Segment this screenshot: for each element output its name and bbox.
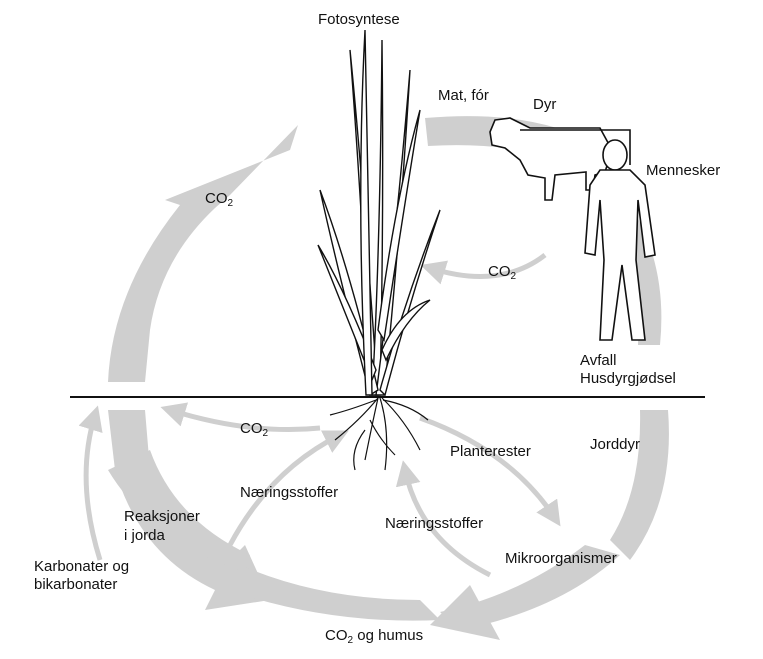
label-karbonater-line2: bikarbonater [34,576,117,594]
label-reaksjoner-line2: i jorda [124,527,165,545]
label-naeringsstoffer-left: Næringsstoffer [240,484,338,502]
cycle-arrow-upper-left [108,125,298,382]
label-dyr: Dyr [533,96,556,114]
label-mat-for: Mat, fór [438,87,489,105]
label-naeringsstoffer-right: Næringsstoffer [385,515,483,533]
label-avfall: Avfall [580,352,616,370]
label-co2-og-humus: CO2 og humus [325,627,423,645]
label-co2-mid: CO2 [488,263,516,281]
label-jorddyr: Jorddyr [590,436,640,454]
arrow-karbonater [86,415,100,560]
cycle-arrow-lower-right [610,410,669,560]
label-planterester: Planterester [450,443,531,461]
arrow-planterester [420,418,555,518]
plant-illustration [318,30,440,395]
plant-roots [330,398,428,470]
label-mennesker: Mennesker [646,162,720,180]
label-co2-left: CO2 [205,190,233,208]
cycle-arrow-bottom [228,565,440,621]
label-fotosyntese: Fotosyntese [318,11,400,29]
label-karbonater-line1: Karbonater og [34,558,129,576]
label-co2-ground: CO2 [240,420,268,438]
label-husdyrgjodsel: Husdyrgjødsel [580,370,676,388]
label-mikroorganismer: Mikroorganismer [505,550,617,568]
label-reaksjoner-line1: Reaksjoner [124,508,200,526]
